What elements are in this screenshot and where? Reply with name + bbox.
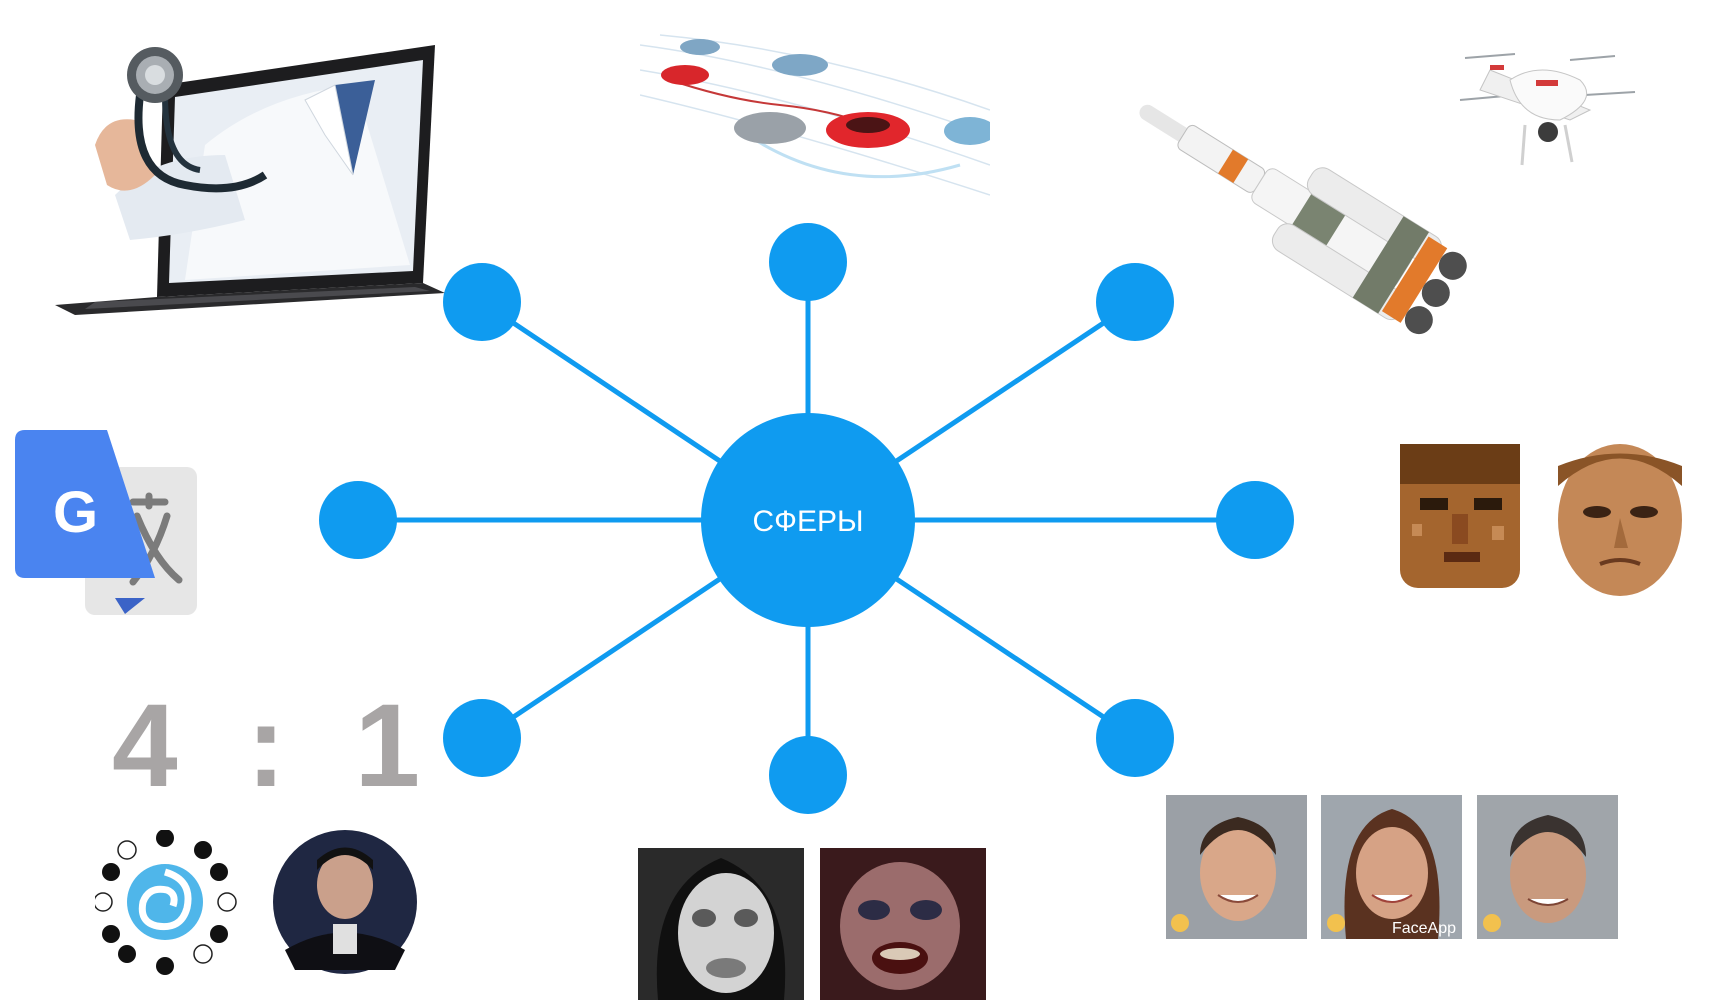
node-top-left xyxy=(443,263,521,341)
alphago-logo xyxy=(95,830,237,975)
laptop-doctor-stethoscope-icon xyxy=(55,45,445,315)
spoke-nodes xyxy=(319,223,1294,814)
faceapp-faces-icon: FaceApp xyxy=(1166,795,1618,939)
node-bottom-right xyxy=(1096,699,1174,777)
node-top-right xyxy=(1096,263,1174,341)
node-right xyxy=(1216,481,1294,559)
faceapp-young-face xyxy=(1166,795,1307,939)
soyuz-rocket-icon xyxy=(1139,104,1467,335)
deepdream-face-gray xyxy=(638,848,804,1000)
alphago-score: 4 : 1 xyxy=(112,680,439,812)
go-player-photo xyxy=(273,830,417,974)
svg-text:G: G xyxy=(53,480,98,545)
faceapp-old-face xyxy=(1477,795,1618,939)
alphago-vs-go-player-icon xyxy=(95,830,417,975)
doom-face-upscale-icon xyxy=(1400,444,1682,596)
quadcopter-drone-icon xyxy=(1459,53,1636,166)
google-translate-icon: G xyxy=(15,430,197,615)
deepdream-face-color xyxy=(820,848,986,1000)
node-left xyxy=(319,481,397,559)
faceapp-watermark: FaceApp xyxy=(1392,920,1456,937)
hub-label: СФЕРЫ xyxy=(752,505,863,538)
deepdream-faces-icon xyxy=(638,848,986,1000)
node-top xyxy=(769,223,847,301)
self-driving-cars-icon xyxy=(640,34,990,196)
pixel-face xyxy=(1400,444,1520,588)
faceapp-female-face: FaceApp xyxy=(1321,795,1462,939)
hub-circle xyxy=(701,413,915,627)
node-bottom-left xyxy=(443,699,521,777)
upscaled-face xyxy=(1558,444,1682,596)
node-bottom xyxy=(769,736,847,814)
